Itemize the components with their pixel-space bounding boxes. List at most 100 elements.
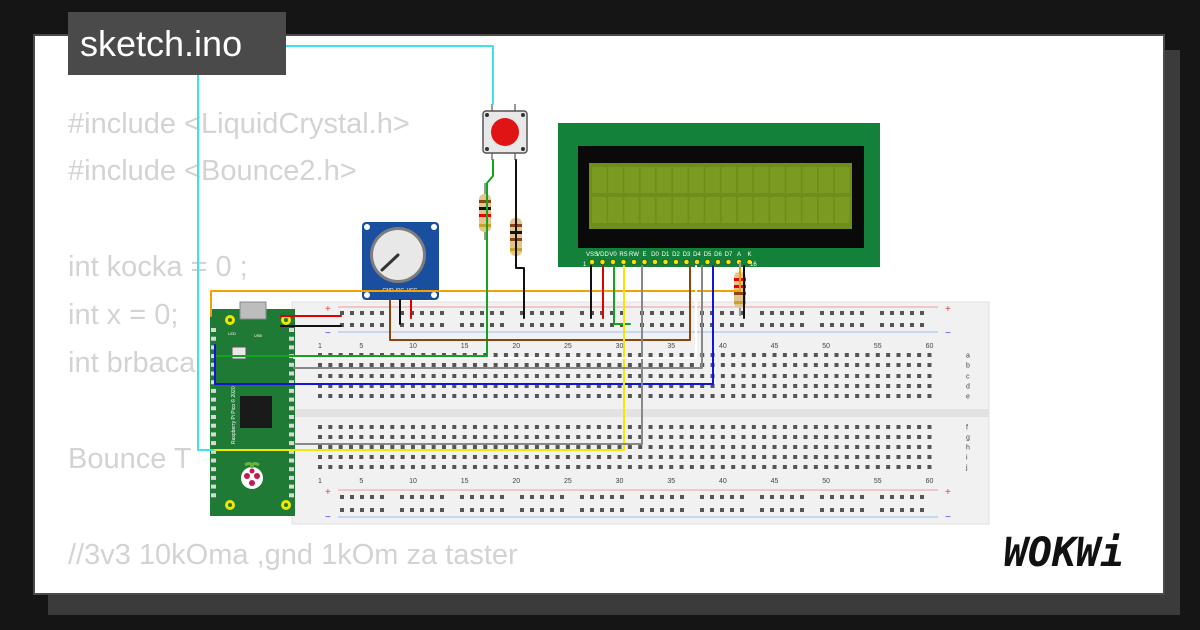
- breadboard-hole[interactable]: [720, 455, 725, 459]
- breadboard-hole[interactable]: [524, 445, 529, 449]
- breadboard-hole[interactable]: [607, 455, 612, 459]
- breadboard-hole[interactable]: [782, 374, 787, 378]
- breadboard-hole[interactable]: [710, 465, 715, 469]
- breadboard-hole[interactable]: [813, 445, 818, 449]
- breadboard-hole[interactable]: [586, 445, 591, 449]
- breadboard-hole[interactable]: [627, 384, 632, 388]
- rail-hole[interactable]: [480, 311, 484, 315]
- rail-hole[interactable]: [600, 323, 604, 327]
- rail-hole[interactable]: [420, 323, 424, 327]
- pico-pin[interactable]: [289, 432, 294, 437]
- rail-hole[interactable]: [910, 311, 914, 315]
- rail-hole[interactable]: [820, 508, 824, 512]
- breadboard-hole[interactable]: [338, 394, 343, 398]
- rail-hole[interactable]: [610, 311, 614, 315]
- rail-hole[interactable]: [620, 311, 624, 315]
- breadboard-hole[interactable]: [607, 394, 612, 398]
- breadboard-hole[interactable]: [617, 465, 622, 469]
- breadboard-hole[interactable]: [514, 465, 519, 469]
- breadboard-hole[interactable]: [658, 435, 663, 439]
- breadboard-hole[interactable]: [855, 353, 860, 357]
- breadboard-hole[interactable]: [318, 435, 322, 439]
- breadboard-hole[interactable]: [772, 353, 777, 357]
- rail-hole[interactable]: [660, 311, 664, 315]
- breadboard-hole[interactable]: [410, 435, 415, 439]
- breadboard-hole[interactable]: [452, 394, 457, 398]
- rail-hole[interactable]: [910, 508, 914, 512]
- breadboard-hole[interactable]: [545, 455, 550, 459]
- lcd-pin[interactable]: [652, 259, 658, 265]
- breadboard-hole[interactable]: [855, 455, 860, 459]
- breadboard-hole[interactable]: [534, 455, 539, 459]
- breadboard-hole[interactable]: [793, 465, 798, 469]
- breadboard-hole[interactable]: [348, 425, 353, 429]
- breadboard-hole[interactable]: [607, 374, 612, 378]
- breadboard-hole[interactable]: [772, 425, 777, 429]
- breadboard-hole[interactable]: [318, 384, 322, 388]
- breadboard-hole[interactable]: [751, 455, 756, 459]
- breadboard-hole[interactable]: [545, 374, 550, 378]
- rail-hole[interactable]: [800, 323, 804, 327]
- lcd-pin[interactable]: [589, 259, 595, 265]
- breadboard-hole[interactable]: [793, 363, 798, 367]
- breadboard-hole[interactable]: [834, 425, 839, 429]
- breadboard-hole[interactable]: [338, 425, 343, 429]
- rail-hole[interactable]: [760, 311, 764, 315]
- breadboard-hole[interactable]: [689, 394, 694, 398]
- breadboard-hole[interactable]: [503, 465, 508, 469]
- rail-hole[interactable]: [520, 311, 524, 315]
- rail-hole[interactable]: [590, 495, 594, 499]
- breadboard-hole[interactable]: [555, 455, 560, 459]
- breadboard-hole[interactable]: [772, 435, 777, 439]
- breadboard-hole[interactable]: [741, 384, 746, 388]
- rail-hole[interactable]: [350, 323, 354, 327]
- breadboard-hole[interactable]: [865, 465, 870, 469]
- breadboard-hole[interactable]: [617, 455, 622, 459]
- breadboard-hole[interactable]: [369, 445, 374, 449]
- rail-hole[interactable]: [460, 323, 464, 327]
- breadboard-hole[interactable]: [328, 374, 333, 378]
- breadboard-hole[interactable]: [720, 353, 725, 357]
- breadboard-hole[interactable]: [607, 445, 612, 449]
- breadboard-hole[interactable]: [617, 445, 622, 449]
- breadboard-hole[interactable]: [565, 394, 570, 398]
- lcd-pin[interactable]: [673, 259, 679, 265]
- breadboard-hole[interactable]: [638, 445, 643, 449]
- rail-hole[interactable]: [400, 495, 404, 499]
- breadboard-hole[interactable]: [400, 384, 405, 388]
- breadboard-hole[interactable]: [369, 455, 374, 459]
- rail-hole[interactable]: [850, 323, 854, 327]
- breadboard-hole[interactable]: [844, 425, 849, 429]
- rail-hole[interactable]: [380, 323, 384, 327]
- breadboard-hole[interactable]: [545, 445, 550, 449]
- breadboard-hole[interactable]: [596, 353, 601, 357]
- breadboard-hole[interactable]: [782, 455, 787, 459]
- breadboard-hole[interactable]: [493, 445, 498, 449]
- rail-hole[interactable]: [480, 495, 484, 499]
- breadboard-hole[interactable]: [338, 374, 343, 378]
- breadboard-hole[interactable]: [400, 435, 405, 439]
- breadboard-hole[interactable]: [896, 363, 901, 367]
- rail-hole[interactable]: [410, 508, 414, 512]
- breadboard-hole[interactable]: [793, 445, 798, 449]
- breadboard-hole[interactable]: [524, 353, 529, 357]
- rail-hole[interactable]: [770, 495, 774, 499]
- rail-hole[interactable]: [760, 508, 764, 512]
- breadboard-hole[interactable]: [917, 465, 922, 469]
- breadboard-hole[interactable]: [782, 445, 787, 449]
- breadboard-hole[interactable]: [917, 425, 922, 429]
- pico-pin[interactable]: [289, 458, 294, 463]
- pico-pin[interactable]: [211, 371, 216, 376]
- breadboard-hole[interactable]: [607, 465, 612, 469]
- breadboard-hole[interactable]: [844, 394, 849, 398]
- breadboard-hole[interactable]: [896, 435, 901, 439]
- pico-pin[interactable]: [289, 475, 294, 480]
- breadboard-hole[interactable]: [710, 394, 715, 398]
- pico-pin[interactable]: [211, 380, 216, 385]
- rail-hole[interactable]: [830, 311, 834, 315]
- breadboard-hole[interactable]: [596, 465, 601, 469]
- breadboard-hole[interactable]: [596, 394, 601, 398]
- breadboard-hole[interactable]: [369, 425, 374, 429]
- pico-pin[interactable]: [289, 362, 294, 367]
- breadboard-hole[interactable]: [534, 465, 539, 469]
